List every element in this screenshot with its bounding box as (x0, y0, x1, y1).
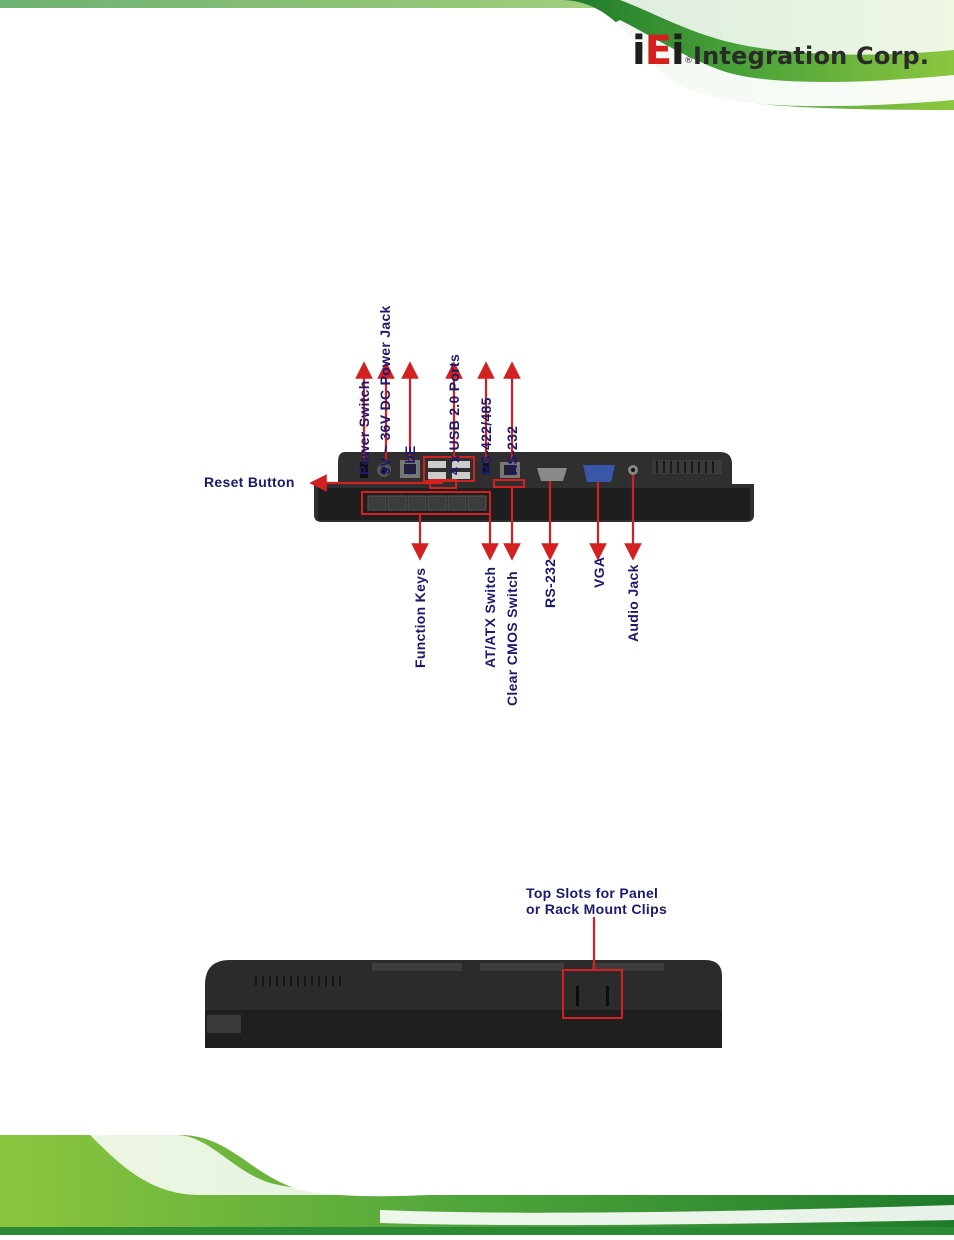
logo-letter-2: E (644, 28, 672, 74)
label-top-slots-line2: or Rack Mount Clips (526, 901, 668, 917)
label-top-slots-line1: Top Slots for Panel (526, 885, 659, 901)
label-usb-ports: 4 x USB 2.0 Ports (446, 353, 462, 475)
label-power-switch: Power Switch (356, 380, 372, 475)
registered-mark: ® (684, 56, 693, 66)
top-view-drawing (205, 917, 722, 1048)
green-swoosh-graphic (0, 0, 954, 112)
logo-letter-3: i (671, 28, 685, 74)
label-function-keys: Function Keys (412, 567, 428, 668)
top-view-figure: Top Slots for Panel or Rack Mount Clips (0, 870, 954, 1070)
label-rs232-bottom: RS-232 (542, 558, 558, 608)
label-dc-power-jack: 9V ~ 36V DC Power Jack (377, 305, 393, 475)
label-vga: VGA (591, 556, 607, 588)
label-at-atx-switch: AT/ATX Switch (482, 566, 498, 668)
logo-letter-1: i (632, 28, 646, 74)
label-reset-button: Reset Button (204, 474, 295, 490)
footer-banner (0, 1135, 954, 1235)
rear-panel-figure: Power Switch 9V ~ 36V DC Power Jack GbE … (0, 110, 954, 730)
label-audio-jack: Audio Jack (625, 564, 641, 642)
iei-logo: iEi (632, 28, 685, 74)
header-banner: iEi ® Integration Corp. (0, 0, 954, 112)
rear-panel-drawing (309, 361, 754, 561)
label-clear-cmos-switch: Clear CMOS Switch (504, 570, 520, 706)
label-gbe: GbE (402, 445, 418, 475)
label-rs422-485: RS-422/485 (478, 397, 494, 475)
footer-swoosh-graphic (0, 1135, 954, 1235)
company-name: Integration Corp. (693, 42, 930, 70)
label-rs232-top: RS-232 (504, 425, 520, 475)
